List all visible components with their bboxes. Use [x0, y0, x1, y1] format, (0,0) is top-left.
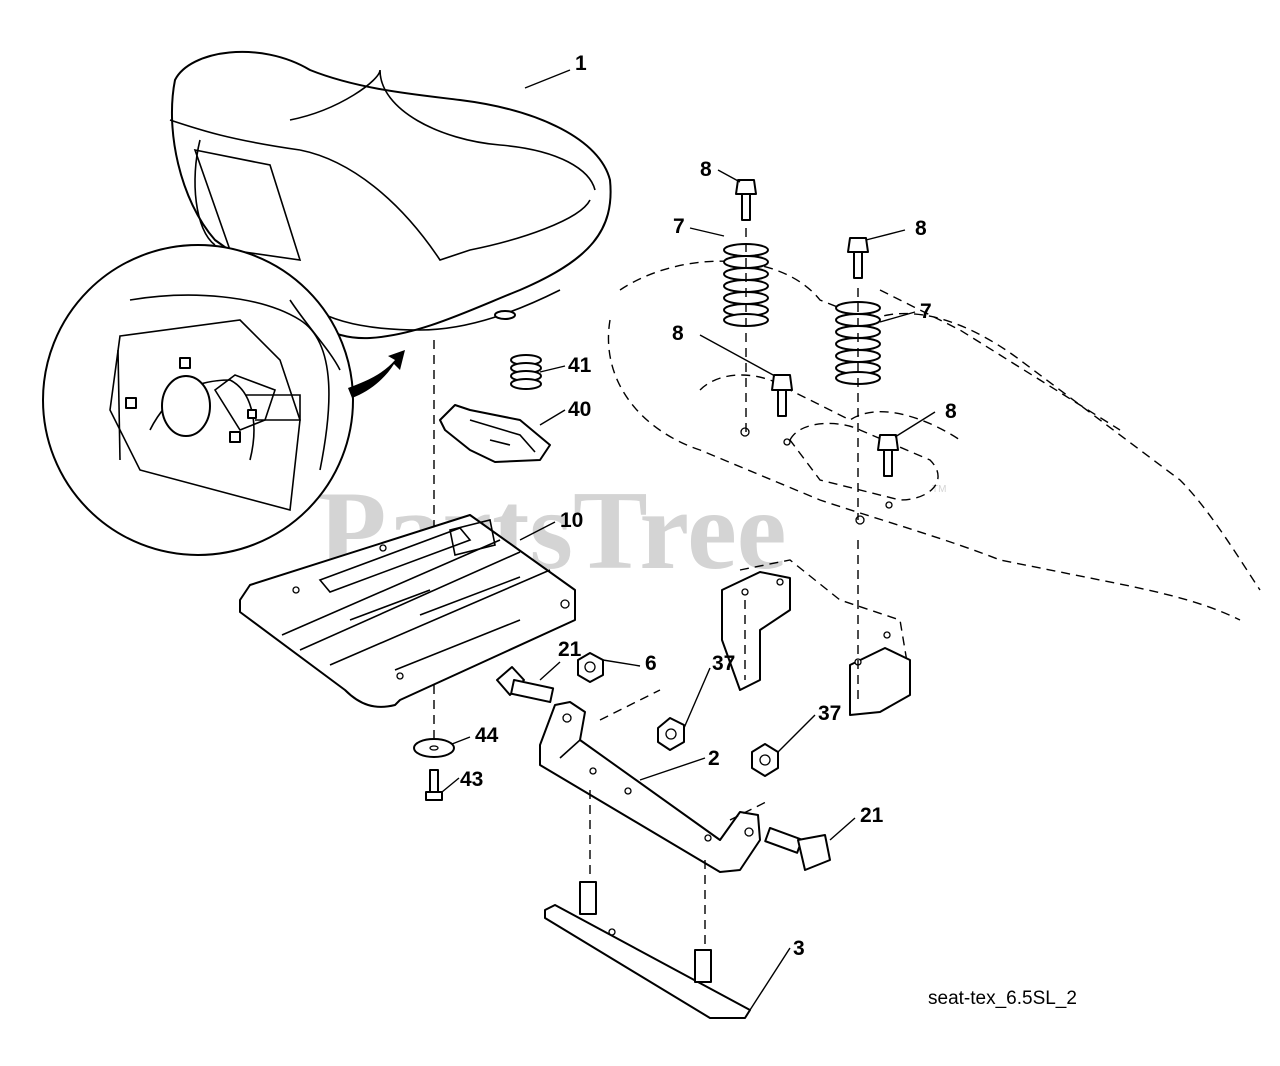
locknut-lower — [751, 743, 779, 777]
callout-locknut-upper: 37 — [712, 652, 735, 675]
spring-left — [723, 243, 769, 327]
assembly-line — [599, 689, 661, 721]
callout-screw: 43 — [460, 768, 483, 791]
chassis-hole — [740, 427, 750, 437]
bolt-right — [764, 827, 831, 871]
watermark-tm: TM — [932, 484, 946, 495]
chassis-hole — [783, 438, 791, 446]
callout-seat-bracket: 2 — [708, 747, 720, 770]
callout-bolt-mid-left: 8 — [672, 322, 684, 345]
callout-seat-pan: 10 — [560, 509, 583, 532]
callout-bolt-right: 21 — [860, 804, 884, 827]
callout-bolt-left: 21 — [558, 638, 582, 661]
seat-bracket — [539, 701, 761, 873]
seat-pan — [239, 514, 576, 708]
callout-mount-plate: 3 — [793, 937, 805, 960]
bolt-mid-right — [877, 434, 899, 477]
clip — [439, 404, 551, 463]
callout-bolt-top-left: 8 — [700, 158, 712, 181]
callout-bolt-top-right: 8 — [915, 217, 927, 240]
callout-seat: 1 — [575, 52, 587, 75]
chassis-hole — [885, 501, 893, 509]
callout-clip-spring: 41 — [568, 354, 592, 377]
washer — [413, 738, 455, 758]
bolt-mid-left — [771, 374, 793, 417]
callout-nut: 6 — [645, 652, 657, 675]
callout-locknut-lower: 37 — [818, 702, 841, 725]
screw — [425, 769, 443, 801]
chassis-bracket-right — [849, 631, 911, 716]
leader-lines — [441, 69, 936, 1011]
chassis-hole — [855, 515, 865, 525]
callout-washer: 44 — [475, 724, 499, 747]
bolt-top-left — [735, 179, 757, 221]
callout-clip: 40 — [568, 398, 591, 421]
callout-bolt-mid-right: 8 — [945, 400, 957, 423]
seat — [169, 50, 612, 340]
assembly-line — [729, 799, 771, 821]
bolt-top-right — [847, 237, 869, 279]
callout-spring-right: 7 — [920, 300, 932, 323]
callout-spring-left: 7 — [673, 215, 685, 238]
chassis-bracket-left — [721, 571, 791, 691]
mount-plate — [544, 881, 751, 1019]
diagram-caption: seat-tex_6.5SL_2 — [928, 988, 1077, 1009]
detail-inset — [42, 244, 354, 556]
bolt-left — [496, 666, 555, 704]
nut — [577, 652, 604, 683]
clip-spring — [510, 354, 542, 390]
detail-arrow — [348, 350, 405, 398]
locknut-upper — [657, 717, 685, 751]
